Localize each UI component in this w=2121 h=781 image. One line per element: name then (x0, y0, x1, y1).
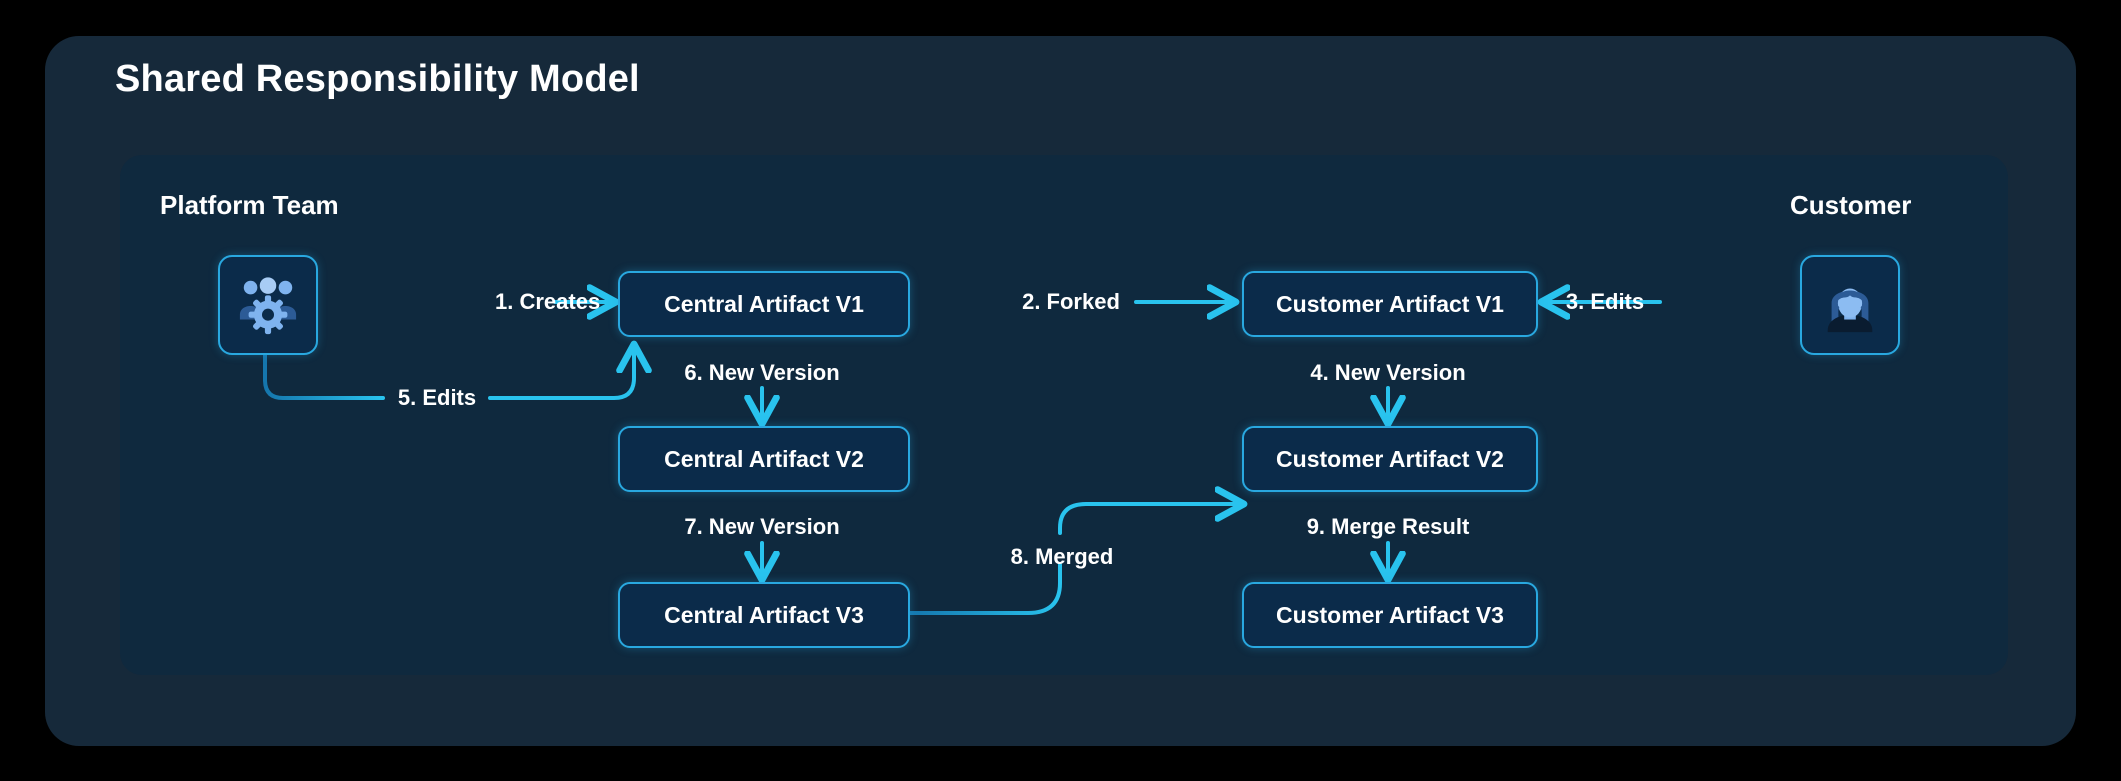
lane-title-customer: Customer (1790, 190, 1912, 220)
node-label: Central Artifact V3 (664, 601, 864, 628)
node-label: Central Artifact V2 (664, 445, 864, 472)
node-label: Central Artifact V1 (664, 290, 864, 317)
edge-label-7: 7. New Version (684, 514, 840, 539)
team-gear-icon (239, 277, 297, 335)
diagram-panel (120, 155, 2008, 675)
node-central-v1[interactable]: Central Artifact V1 (618, 271, 910, 337)
node-label: Customer Artifact V2 (1276, 445, 1504, 472)
edge-label-5: 5. Edits (397, 385, 477, 410)
user-avatar-icon (1827, 288, 1873, 333)
lane-title-platform: Platform Team (160, 190, 339, 220)
page-title: Shared Responsibility Model (115, 58, 640, 100)
edge-label-3: 3. Edits (1565, 289, 1645, 314)
node-label: Customer Artifact V1 (1276, 290, 1504, 317)
node-customer-v1[interactable]: Customer Artifact V1 (1242, 271, 1538, 337)
edge-label-9: 9. Merge Result (1306, 514, 1470, 539)
edge-label-1: 1. Creates (495, 289, 601, 314)
edge-label-8: 8. Merged (1010, 544, 1114, 569)
actor-customer-user[interactable] (1800, 255, 1900, 355)
edge-label-6: 6. New Version (684, 360, 840, 385)
node-label: Customer Artifact V3 (1276, 601, 1504, 628)
actor-platform-team[interactable] (218, 255, 318, 355)
edge-label-2: 2. Forked (1022, 289, 1120, 314)
node-central-v3[interactable]: Central Artifact V3 (618, 582, 910, 648)
node-customer-v3[interactable]: Customer Artifact V3 (1242, 582, 1538, 648)
node-customer-v2[interactable]: Customer Artifact V2 (1242, 426, 1538, 492)
node-central-v2[interactable]: Central Artifact V2 (618, 426, 910, 492)
edge-label-4: 4. New Version (1310, 360, 1466, 385)
